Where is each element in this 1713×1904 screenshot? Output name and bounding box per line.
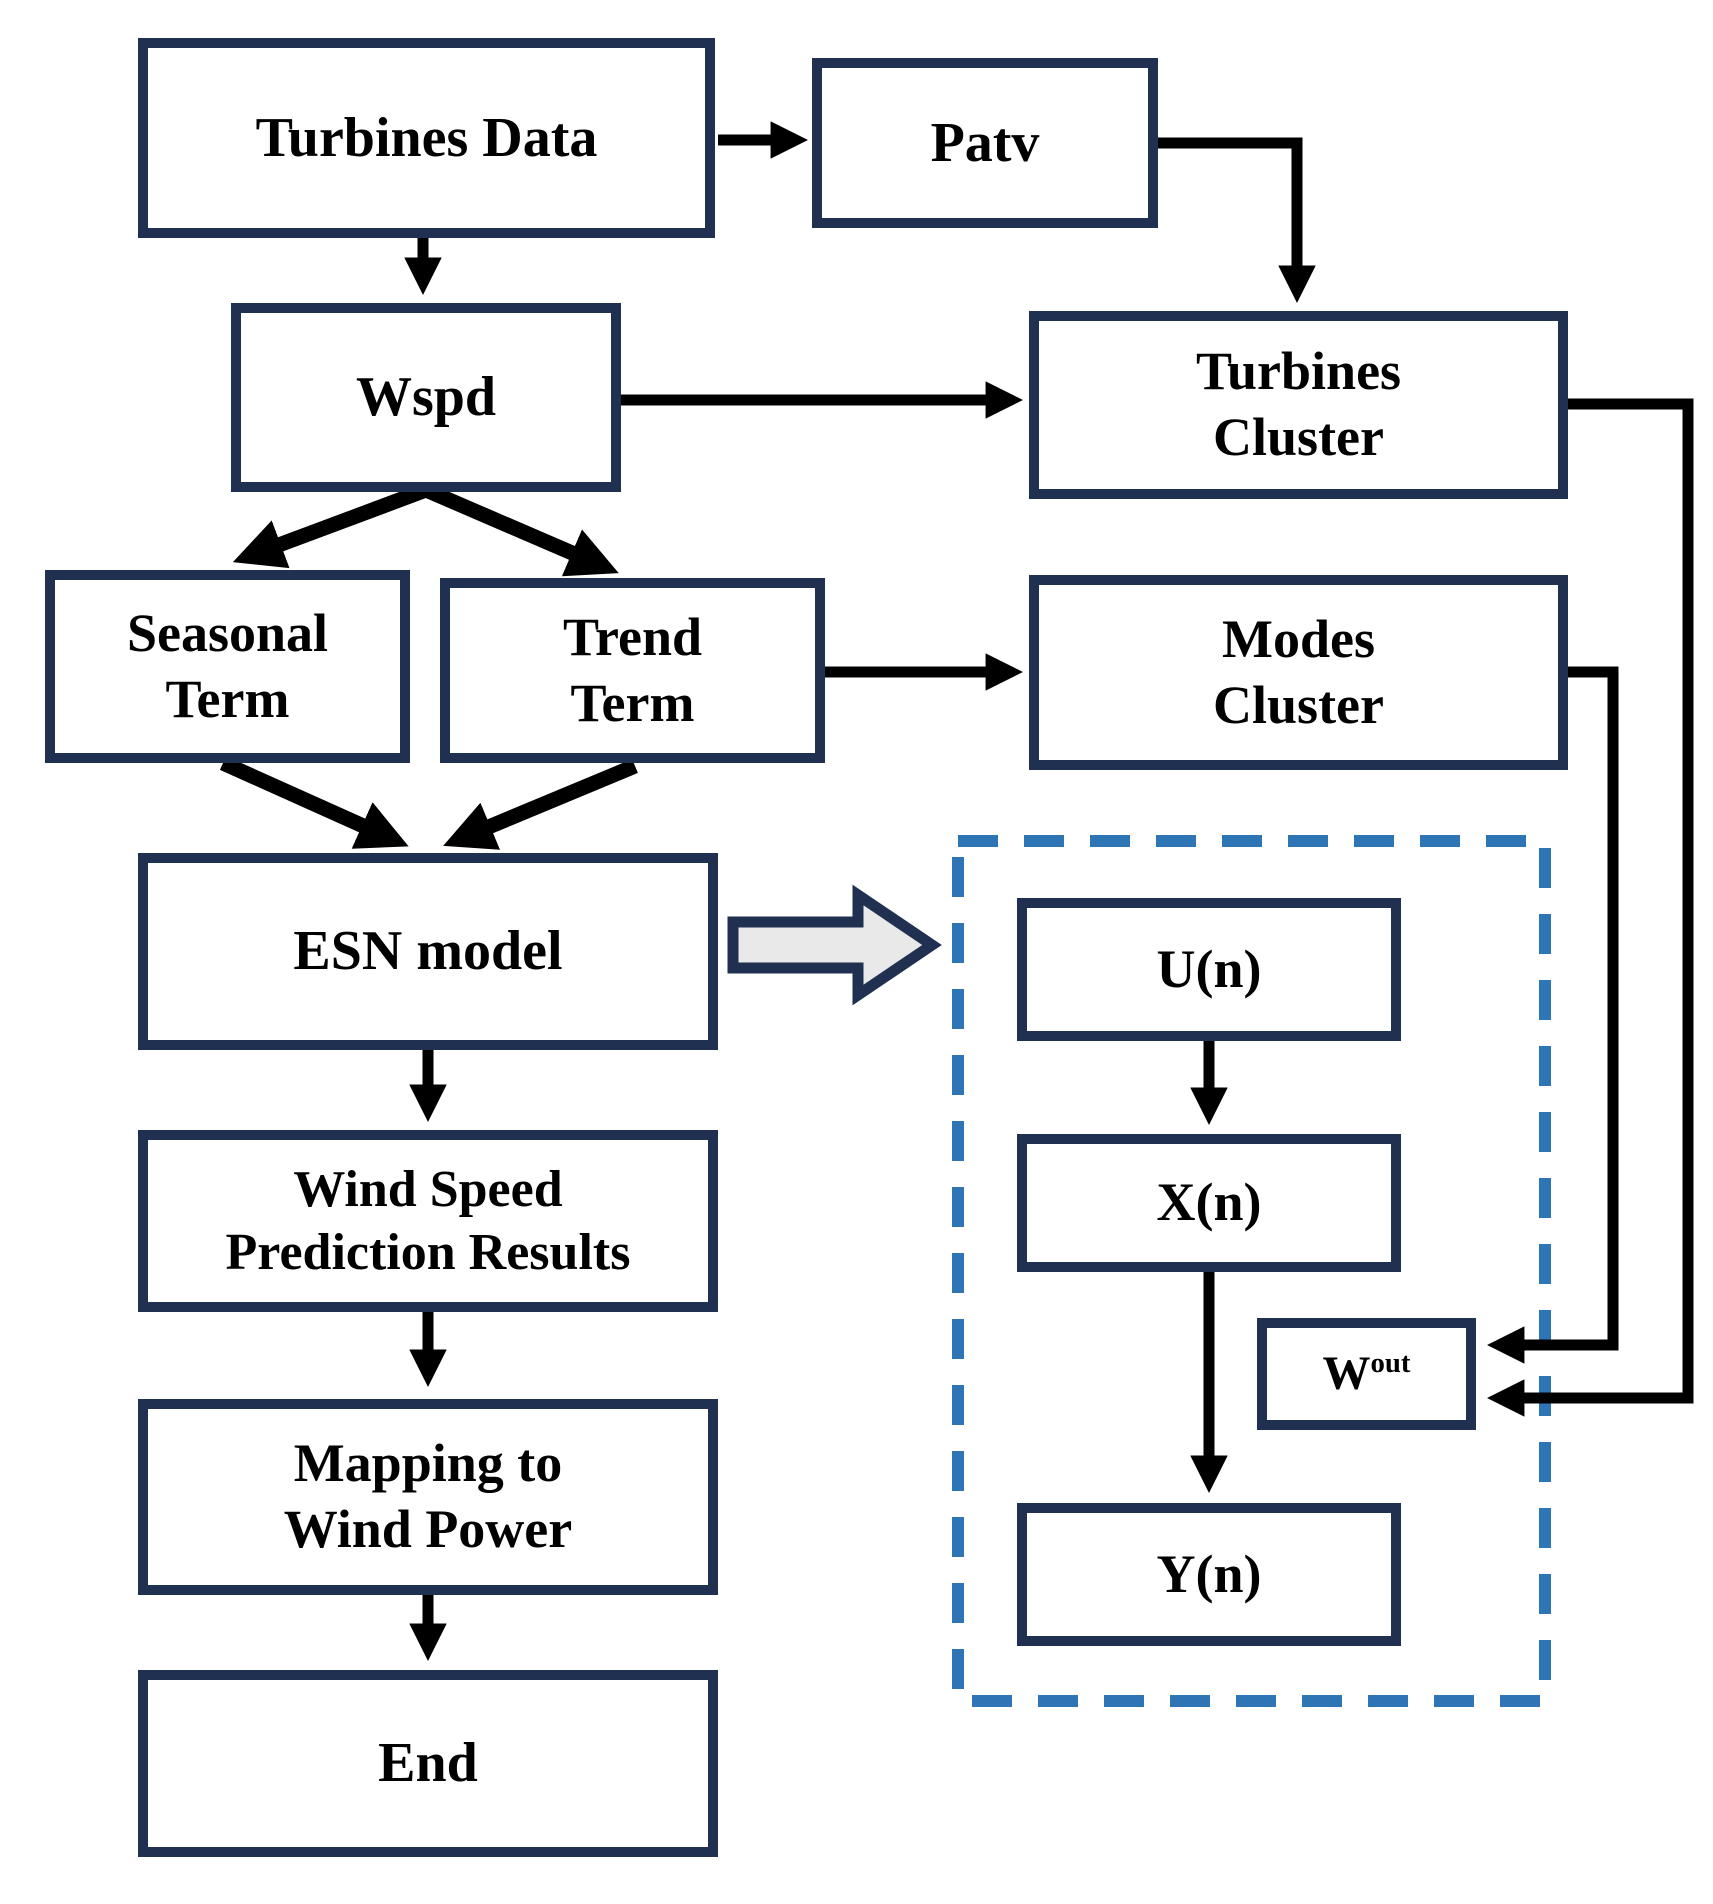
node-mapping-line2: Wind Power [283, 1499, 573, 1559]
node-w-out-label: Wout [1322, 1346, 1411, 1400]
node-modes-cluster: Modes Cluster [1029, 575, 1568, 770]
node-x-n-label: X(n) [1156, 1172, 1262, 1233]
node-turbines-cluster-line1: Turbines [1195, 341, 1402, 402]
node-y-n-label: Y(n) [1156, 1543, 1262, 1604]
node-wspr-line1: Wind Speed [293, 1160, 563, 1218]
node-trend-term-line2: Term [570, 672, 695, 733]
node-patv: Patv [812, 58, 1158, 228]
node-turbines-cluster: Turbines Cluster [1029, 311, 1568, 499]
node-wspr-line2: Prediction Results [225, 1224, 631, 1281]
node-w-out-superscript: out [1370, 1346, 1411, 1379]
node-turbines-data: Turbines Data [138, 38, 715, 238]
node-modes-cluster-line1: Modes [1222, 608, 1375, 669]
node-seasonal-term: Seasonal Term [45, 570, 410, 763]
node-y-n: Y(n) [1017, 1503, 1401, 1646]
arrow-seasonal-term-to-esn-model [219, 756, 409, 849]
arrow-trend-term-to-esn-model [443, 759, 638, 850]
node-mapping-to-wind-power: Mapping to Wind Power [138, 1399, 718, 1595]
arrow-patv-to-turbines-cluster [1158, 137, 1316, 303]
node-esn-model: ESN model [138, 853, 718, 1050]
node-end-label: End [378, 1732, 478, 1795]
node-x-n: X(n) [1017, 1134, 1401, 1272]
node-wspd-label: Wspd [355, 366, 497, 429]
node-w-out: Wout [1257, 1318, 1476, 1430]
node-seasonal-term-line1: Seasonal [126, 602, 329, 663]
node-turbines-data-label: Turbines Data [255, 106, 598, 169]
node-seasonal-term-line2: Term [165, 668, 290, 729]
node-u-n-label: U(n) [1156, 938, 1262, 999]
arrow-wspd-to-trend-term [423, 483, 619, 577]
node-trend-term-line1: Trend [562, 606, 703, 667]
esn-expand-block-arrow [727, 884, 942, 1006]
arrow-wspd-to-seasonal-term [232, 482, 429, 569]
node-mapping-line1: Mapping to [293, 1433, 563, 1494]
node-u-n: U(n) [1017, 898, 1401, 1041]
node-end: End [138, 1670, 718, 1857]
node-turbines-cluster-line2: Cluster [1213, 407, 1384, 467]
node-modes-cluster-line2: Cluster [1213, 674, 1384, 735]
line-turbines-cluster-to-wout [1487, 398, 1694, 1417]
esn-internals-dashed-frame [952, 835, 1551, 1707]
node-wind-speed-prediction-results: Wind Speed Prediction Results [138, 1130, 718, 1312]
node-patv-label: Patv [930, 111, 1040, 174]
node-wspd: Wspd [231, 303, 621, 492]
node-esn-model-label: ESN model [293, 920, 563, 983]
node-trend-term: Trend Term [440, 578, 825, 763]
line-modes-cluster-to-wout [1487, 666, 1619, 1364]
